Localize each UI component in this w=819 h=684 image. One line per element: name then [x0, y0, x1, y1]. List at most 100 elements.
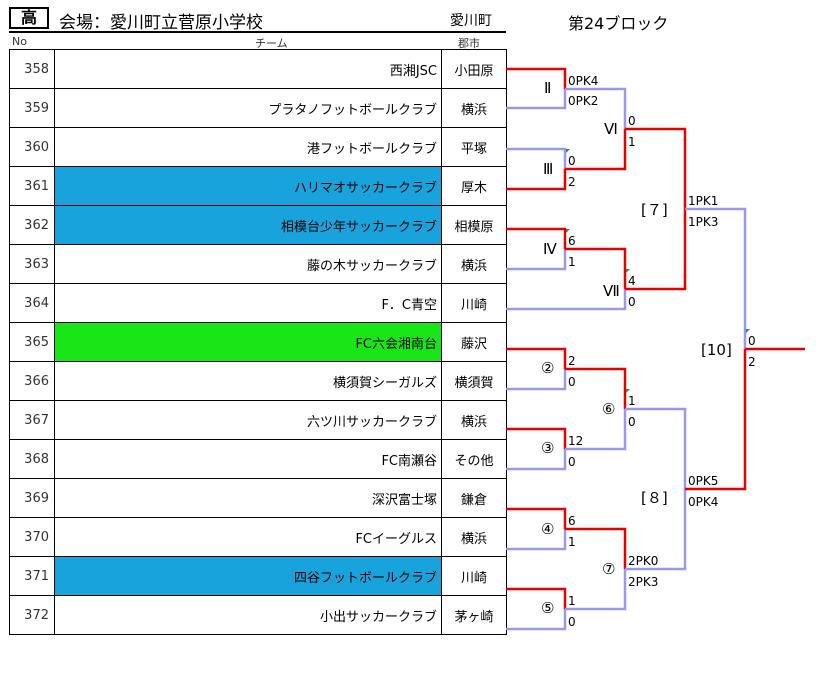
team-number: 364	[9, 283, 55, 323]
town-name: 愛川町	[450, 13, 492, 29]
team-name: FC南瀬谷	[54, 439, 442, 479]
team-city: 平塚	[441, 127, 507, 167]
match-score: 0PK4	[568, 74, 599, 88]
team-city: 厚木	[441, 166, 507, 206]
bracket-line	[506, 169, 567, 191]
team-name: F．C青空	[54, 283, 442, 323]
team-number: 368	[9, 439, 55, 479]
team-number: 372	[9, 595, 55, 635]
match-score: 1	[628, 394, 636, 408]
bracket-line	[565, 409, 627, 451]
bracket-line	[506, 289, 627, 311]
bracket-line	[685, 349, 747, 491]
match-score: 1PK3	[688, 215, 719, 229]
round-label: ⑦	[602, 560, 616, 578]
round-label: ④	[541, 520, 555, 538]
bracket-line	[506, 369, 567, 391]
team-city: 横浜	[441, 244, 507, 284]
block-title: 第24ブロック	[568, 14, 669, 33]
team-number: 370	[9, 517, 55, 557]
team-name: 小出サッカークラブ	[54, 595, 442, 635]
match-score: 0	[628, 295, 636, 309]
round-label: Ⅳ	[543, 240, 557, 258]
round-label: Ⅲ	[543, 160, 554, 178]
bracket-line	[506, 449, 567, 471]
team-city: 鎌倉	[441, 478, 507, 518]
team-name: 相模台少年サッカークラブ	[54, 205, 442, 245]
bracket-line	[506, 587, 567, 609]
bracket-line	[506, 427, 567, 449]
bracket-line	[506, 609, 567, 631]
bracket-line	[506, 347, 567, 369]
match-score: 1	[568, 594, 576, 608]
team-number: 369	[9, 478, 55, 518]
bracket-line	[506, 249, 567, 271]
match-score: 2	[748, 355, 756, 369]
column-header-team: チーム	[255, 37, 288, 50]
category-badge: 高	[9, 7, 49, 29]
team-name: 藤の木サッカークラブ	[54, 244, 442, 284]
round-label: Ⅱ	[544, 79, 552, 97]
team-name: ハリマオサッカークラブ	[54, 166, 442, 206]
bracket-line	[625, 209, 687, 291]
bracket-line	[565, 527, 627, 569]
result-marker	[626, 269, 630, 273]
match-score: 2PK0	[628, 554, 659, 568]
match-score: 2	[568, 175, 576, 189]
match-score: 6	[568, 514, 576, 528]
result-marker	[566, 149, 570, 153]
bracket-line	[506, 67, 567, 89]
header-rule	[9, 31, 506, 33]
round-label: ②	[541, 359, 555, 377]
bracket-line	[625, 127, 687, 209]
team-number: 367	[9, 400, 55, 440]
team-number: 371	[9, 556, 55, 596]
bracket-line	[565, 129, 627, 171]
result-marker	[746, 329, 750, 333]
team-name: FC六会湘南台	[54, 322, 442, 362]
match-score: 0	[568, 375, 576, 389]
bracket-line	[685, 207, 747, 349]
match-score: 0	[568, 615, 576, 629]
match-score: 2	[568, 354, 576, 368]
bracket-line	[625, 489, 687, 571]
match-score: 12	[568, 434, 584, 448]
match-score: 4	[628, 274, 636, 288]
team-name: 四谷フットボールクラブ	[54, 556, 442, 596]
match-score: 0	[748, 334, 756, 348]
team-city: 相模原	[441, 205, 507, 245]
bracket-line	[506, 89, 567, 110]
team-city: 川崎	[441, 283, 507, 323]
bracket-line	[565, 569, 627, 611]
bracket-line	[565, 87, 627, 129]
round-label: [８]	[641, 489, 668, 507]
team-city: 横須賀	[441, 361, 507, 401]
team-number: 359	[9, 88, 55, 128]
match-score: 2PK3	[628, 575, 659, 589]
bracket-line	[506, 147, 567, 169]
match-score: 0	[628, 415, 636, 429]
match-score: 0PK4	[688, 495, 719, 509]
match-score: 0PK5	[688, 474, 719, 488]
bracket-line	[506, 227, 567, 249]
column-header-city: 郡市	[458, 37, 480, 50]
round-label: ③	[541, 439, 555, 457]
bracket-line	[506, 507, 567, 529]
match-score: 0	[568, 154, 576, 168]
bracket-line	[565, 367, 627, 409]
match-score: 1	[568, 255, 576, 269]
result-marker	[566, 229, 570, 233]
team-name: FCイーグルス	[54, 517, 442, 557]
team-city: 茅ヶ崎	[441, 595, 507, 635]
